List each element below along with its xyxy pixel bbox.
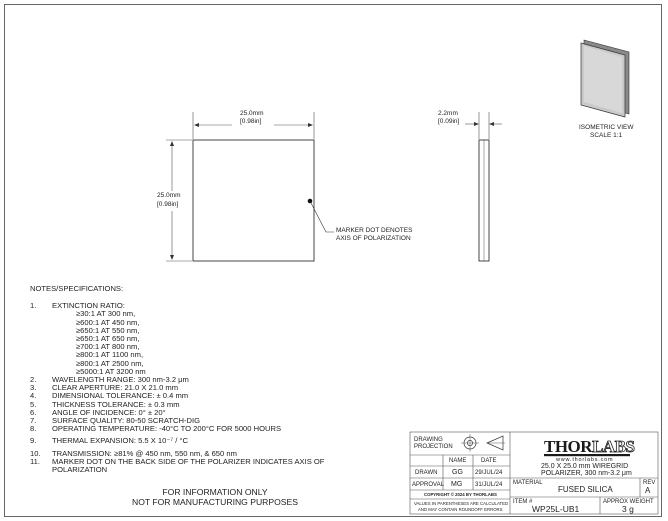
- name-header: NAME: [449, 458, 467, 464]
- note-item: 8.OPERATING TEMPERATURE: -40°C TO 200°C …: [30, 424, 282, 434]
- disclaimer-line-1: VALUES IN PARENTHESES ARE CALCULATED: [414, 501, 509, 506]
- callout-leader: [310, 202, 334, 233]
- isometric-scale: SCALE 1:1: [590, 132, 623, 139]
- callout-line-1: MARKER DOT DENOTES: [336, 227, 413, 234]
- approval-name: MG: [451, 481, 463, 488]
- description-line-1: 25.0 X 25.0 mm WIREGRID: [541, 463, 629, 470]
- note-item: 2.WAVELENGTH RANGE: 300 nm-3.2 μm: [30, 375, 189, 385]
- description-line-2: POLARIZER, 300 nm-3.2 μm: [541, 470, 632, 477]
- note-item: 9.THERMAL EXPANSION: 5.5 X 10⁻⁷ / °C: [30, 436, 188, 446]
- front-height-in: [0.98in]: [157, 201, 179, 208]
- item-label: ITEM #: [513, 499, 533, 505]
- date-header: DATE: [481, 458, 497, 464]
- front-width-in: [0.98in]: [240, 118, 262, 125]
- website: www.thorlabs.com: [556, 457, 614, 463]
- notes-header: NOTES/SPECIFICATIONS:: [30, 284, 124, 293]
- approval-label: APPROVAL: [412, 482, 444, 488]
- front-height-mm: 25.0mm: [157, 192, 181, 199]
- material-label: MATERIAL: [513, 480, 543, 486]
- front-view-plate: [192, 139, 315, 262]
- side-thickness-in: [0.09in]: [438, 118, 460, 125]
- drawing-projection-label: DRAWING PROJECTION: [414, 437, 453, 450]
- material-value: FUSED SILICA: [558, 485, 613, 494]
- copyright: COPYRIGHT © 2024 BY THORLABS: [424, 492, 497, 497]
- disclaimer-line-2: AND MAY CONTAIN ROUNDOFF ERRORS: [418, 507, 503, 512]
- isometric-label: ISOMETRIC VIEW: [579, 124, 634, 131]
- note-item: 11.MARKER DOT ON THE BACK SIDE OF THE PO…: [30, 456, 325, 475]
- item-number: WP25L-UB1: [532, 504, 580, 514]
- drawn-date: 29/JUL/24: [475, 470, 503, 476]
- note-item: 5.THICKNESS TOLERANCE: ± 0.3 mm: [30, 399, 180, 409]
- logo-underline: [544, 454, 630, 457]
- note-item: 4.DIMENSIONAL TOLERANCE: ± 0.4 mm: [30, 391, 189, 401]
- drawing-sheet: [4, 4, 662, 517]
- projection-symbol-icon: [461, 434, 505, 452]
- callout-line-2: AXIS OF POLARIZATION: [336, 235, 411, 242]
- approval-date: 31/JUL/24: [475, 482, 503, 488]
- note-item: 1. EXTINCTION RATIO:: [30, 301, 125, 311]
- info-disclaimer: FOR INFORMATION ONLY NOT FOR MANUFACTURI…: [132, 487, 298, 507]
- note-item: 6.ANGLE OF INCIDENCE: 0° ± 20°: [30, 407, 166, 417]
- drawn-name: GG: [452, 469, 463, 476]
- weight-value: 3 g: [622, 504, 634, 514]
- rev-label: REV: [643, 480, 656, 486]
- rev-value: A: [645, 486, 651, 495]
- notes-section: NOTES/SPECIFICATIONS: 1. EXTINCTION RATI…: [30, 284, 352, 475]
- note-item: 3.CLEAR APERTURE: 21.0 X 21.0 mm: [30, 383, 179, 393]
- weight-label: APPROX WEIGHT: [603, 499, 654, 505]
- note-item: 7.SURFACE QUALITY: 80-50 SCRATCH-DIG: [30, 416, 200, 426]
- note-item: 10.TRANSMISSION: ≥81% @ 450 nm, 550 nm, …: [30, 448, 237, 458]
- marker-dot: [307, 198, 313, 204]
- extinction-list: ≥30:1 AT 300 nm, ≥600:1 AT 450 nm, ≥650:…: [76, 309, 146, 376]
- title-block-grid: [409, 431, 659, 515]
- drawn-label: DRAWN: [415, 470, 438, 476]
- front-width-mm: 25.0mm: [240, 110, 264, 117]
- side-thickness-mm: 2.2mm: [438, 110, 458, 117]
- thorlabs-logo: THORLABS: [544, 437, 635, 457]
